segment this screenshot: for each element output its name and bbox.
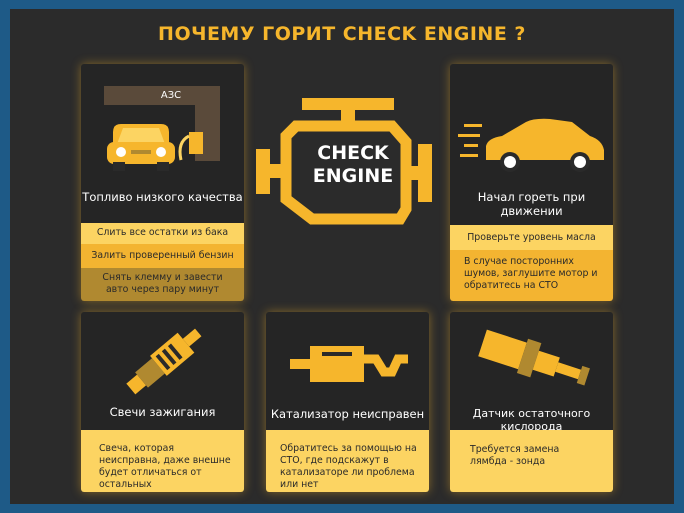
tip-band-mid: В случае посторонних шумов, заглушите мо… <box>450 250 613 301</box>
card-catalyst: Катализатор неисправен Обратитесь за пом… <box>266 312 429 492</box>
tip-band-mid: Залить проверенный бензин <box>81 244 244 268</box>
card-title: Датчик остаточного кислорода <box>472 407 591 433</box>
tip-text: Свеча, которая неисправна, даже внешне б… <box>99 443 231 490</box>
card-fuel-quality: АЗС Топливо низкого качества Слить все о… <box>81 64 244 301</box>
card-oxygen-sensor: Датчик остаточного кислорода Требуется з… <box>450 312 613 492</box>
tip-band-light: Обратитесь за помощью на СТО, где подска… <box>266 430 429 492</box>
card-title: Начал гореть при движении <box>477 190 586 218</box>
check-engine-text-line1: CHECK <box>317 142 389 164</box>
tip-text: Обратитесь за помощью на СТО, где подска… <box>280 443 417 490</box>
tip-band-light: Свеча, которая неисправна, даже внешне б… <box>81 430 244 492</box>
card-title: Свечи зажигания <box>109 405 216 419</box>
tip-band-light: Слить все остатки из бака <box>81 223 244 244</box>
check-engine-text-line2: ENGINE <box>312 165 394 187</box>
speeding-car-illustration <box>458 118 604 172</box>
tip-text: Проверьте уровень масла <box>467 232 596 243</box>
tip-band-dark: Снять клемму и завести авто через пару м… <box>81 268 244 301</box>
card-title: Катализатор неисправен <box>270 407 425 421</box>
card-spark-plugs: Свечи зажигания Свеча, которая неисправн… <box>81 312 244 492</box>
oxygen-sensor-icon <box>478 329 590 386</box>
card-moving-light: Начал гореть при движении Проверьте уров… <box>450 64 613 301</box>
tip-text: В случае посторонних шумов, заглушите мо… <box>464 256 598 291</box>
tip-band-light: Проверьте уровень масла <box>450 225 613 250</box>
tip-text: Требуется замена лямбда - зонда <box>470 444 560 467</box>
spark-plug-icon <box>126 328 202 395</box>
card-title: Топливо низкого качества <box>82 190 243 204</box>
page-title: ПОЧЕМУ ГОРИТ CHECK ENGINE ? <box>158 23 526 45</box>
station-sign-label: АЗС <box>160 90 182 101</box>
tip-text: Залить проверенный бензин <box>91 250 234 261</box>
infographic-panel: ПОЧЕМУ ГОРИТ CHECK ENGINE ? АЗС Топливо … <box>10 9 674 504</box>
check-engine-icon <box>256 98 432 225</box>
catalytic-converter-icon <box>290 346 408 382</box>
tip-band-light: Требуется замена лямбда - зонда <box>450 430 613 492</box>
tip-text: Слить все остатки из бака <box>96 227 229 238</box>
tip-text: Снять клемму и завести авто через пару м… <box>102 272 223 295</box>
gas-station-illustration <box>104 86 220 171</box>
